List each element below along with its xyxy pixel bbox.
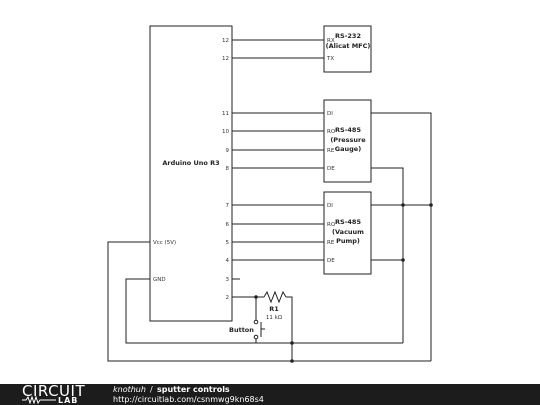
rs485-pressure-pin-di: DI [327,111,333,117]
rs485-vacuum-label-3: Pump) [336,237,360,245]
wire-gnd-return [125,278,403,344]
rs485-pressure-box [323,99,372,183]
wire-gnd-bus [371,167,404,343]
rs485-vacuum-pin-re: RE [327,240,335,246]
button-circuit: R1 11 kΩ Button [229,290,294,363]
rs485-pressure-label-1: RS-485 [335,126,361,134]
wire-vcc-return [107,241,431,362]
circuitlab-logo-bottom: LAB [58,396,79,405]
circuit-title[interactable]: sputter controls [157,385,230,394]
pin-12-rx: 12 [222,38,229,44]
wire-vcc-bus [371,112,432,361]
arduino-label: Arduino Uno R3 [162,159,219,167]
author-link[interactable]: knothuh [113,385,146,394]
junction-resistor-gnd [290,341,294,345]
circuitlab-logo-icon [22,396,56,404]
pin-11: 11 [222,111,229,117]
rs232-box [323,25,372,73]
wire-resistor-vcc [286,296,293,361]
circuitlab-logo-top: CIRCUIT [22,382,86,400]
pin-4: 4 [226,258,230,264]
button-label: Button [229,326,254,334]
pin-2: 2 [226,295,230,301]
rs485-pressure-pin-de: DE [327,166,335,172]
rs232-label-2: (Alicat MFC) [326,42,371,50]
pin-8: 8 [226,166,230,172]
resistor-value: 11 kΩ [266,315,282,321]
rs485-pressure-pin-ro: RO [327,129,336,135]
junction-vcc [429,203,433,207]
rs485-pressure-label-2: (Pressure [330,136,366,144]
rs485-pressure-pin-re: RE [327,148,335,154]
pin-6: 6 [226,222,230,228]
rs485-pressure-label-3: Gauge) [335,145,361,153]
junction-resistor-vcc [290,359,294,363]
rs485-vacuum-pin-di: DI [327,203,333,209]
rs232-pin-tx: TX [326,56,334,62]
arduino-box [149,25,233,322]
resistor-name: R1 [269,305,279,313]
pin-gnd: GND [153,277,166,283]
rs485-vacuum-pin-de: DE [327,258,335,264]
button-contact-top [253,319,259,325]
pin-10: 10 [222,129,229,135]
power-wires [107,241,431,362]
pin-3: 3 [226,277,230,283]
pin-9: 9 [226,148,230,154]
rs232-label-1: RS-232 [335,32,361,40]
footer-bar [0,384,540,405]
module-bus-wires [371,112,433,361]
circuit-schematic: Arduino Uno R3 12 12 11 10 9 8 7 6 5 4 3… [107,25,433,363]
rs485-vacuum-label-2: (Vacuum [332,228,364,236]
signal-wires [232,39,324,280]
rs485-vacuum-box [323,191,372,275]
pin-vcc: Vcc (5V) [153,240,176,246]
pin-12-tx: 12 [222,56,229,62]
rs232-pin-rx: RX [327,38,335,44]
pin-7: 7 [226,203,230,209]
junction-gnd [401,258,405,262]
footer-separator: / [150,385,153,394]
rs485-vacuum-pin-ro: RO [327,222,336,228]
circuit-url-link[interactable]: http://circuitlab.com/csnmwg9kn68s4 [113,395,264,404]
pin-5: 5 [226,240,230,246]
button-contact-bottom [253,334,259,340]
rs485-vacuum-label-1: RS-485 [335,218,361,226]
resistor-r1 [263,290,287,304]
